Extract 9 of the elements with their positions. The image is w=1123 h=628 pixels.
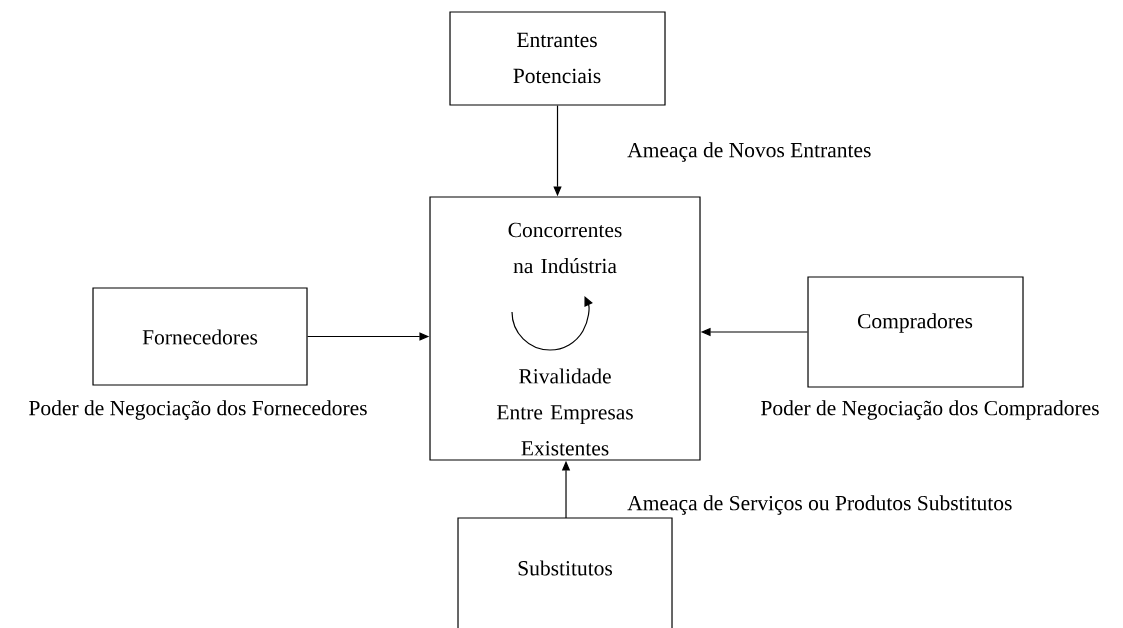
process-box: Concorrentes na Indústria Rivalidade Entre Empresas Existentes [429, 196, 701, 461]
process-box: Compradores [807, 276, 1024, 388]
caption-text: Poder de Negociação dos Compradores [761, 400, 1099, 420]
edge-label: Ameaça de Serviços ou Produtos Substitutos [627, 495, 1013, 515]
edge-label: Ameaça de Novos Entrantes [627, 142, 872, 162]
process-box: Substitutos [457, 517, 673, 628]
process-box: Entrantes Potenciais [449, 11, 666, 106]
process-box: Fornecedores [92, 287, 308, 386]
caption-text: Poder de Negociação dos Fornecedores [29, 400, 367, 420]
